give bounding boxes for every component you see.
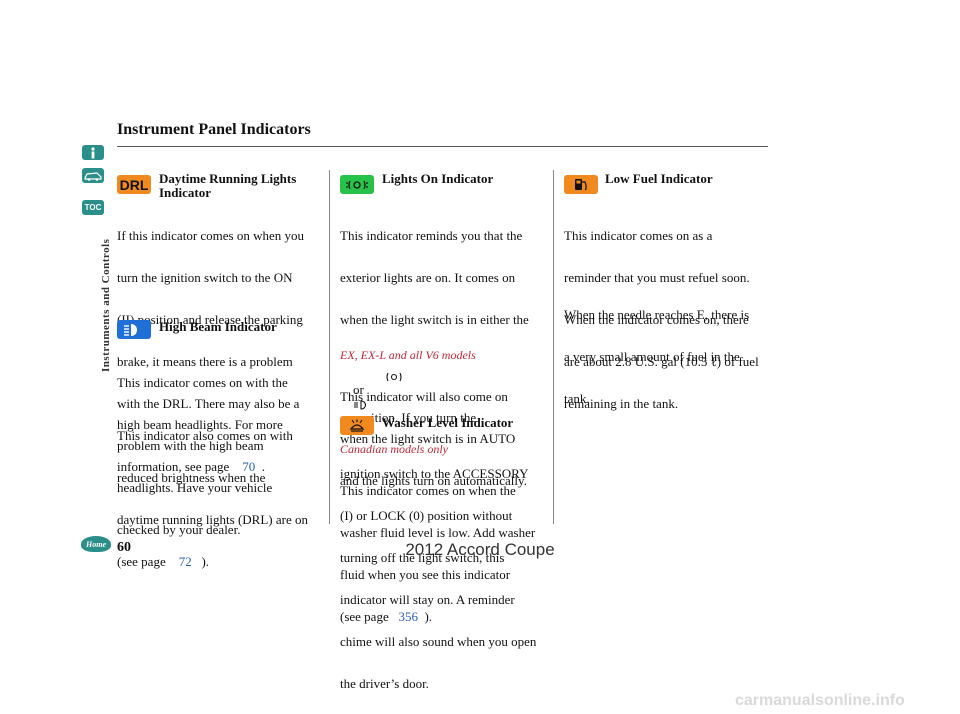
low-fuel-heading: Low Fuel Indicator bbox=[605, 171, 713, 186]
washer-level-paragraph: This indicator comes on when the washer … bbox=[340, 483, 536, 624]
washer-level-heading: Washer Level Indicator bbox=[382, 415, 514, 430]
lights-on-icon bbox=[340, 175, 374, 194]
model-note: EX, EX-L and all V6 models bbox=[340, 348, 476, 362]
lights-on-heading: Lights On Indicator bbox=[382, 171, 494, 186]
drl-heading: Daytime Running Lights Indicator bbox=[159, 171, 297, 200]
manual-title: 2012 Accord Coupe bbox=[405, 540, 555, 559]
drl-paragraph: If this indicator comes on when you turn… bbox=[117, 228, 305, 537]
side-section-label: Instruments and Controls bbox=[100, 238, 112, 372]
lights-on-paragraph: This indicator reminds you that the exte… bbox=[340, 228, 537, 691]
page-link[interactable]: 72 bbox=[178, 554, 192, 569]
home-button[interactable]: Home bbox=[81, 536, 111, 552]
page-title: Instrument Panel Indicators bbox=[117, 121, 311, 138]
car-icon[interactable] bbox=[82, 168, 104, 183]
page-number: 60 bbox=[117, 540, 131, 555]
high-beam-paragraph: This indicator comes on with the high be… bbox=[117, 375, 288, 474]
column-divider bbox=[329, 170, 330, 524]
watermark: carmanualsonline.info bbox=[735, 692, 905, 709]
low-fuel-needle-paragraph: When the needle reaches E, there is a ve… bbox=[564, 307, 750, 406]
high-beam-drl-paragraph: This indicator also comes on with reduce… bbox=[117, 428, 308, 569]
toc-button[interactable]: TOC bbox=[82, 200, 104, 215]
region-note: Canadian models only bbox=[340, 442, 448, 456]
drl-icon: DRL bbox=[117, 175, 151, 194]
parking-light-icon bbox=[386, 372, 402, 382]
auto-paragraph: This indicator will also come on when th… bbox=[340, 389, 527, 488]
page-link[interactable]: 356 bbox=[398, 609, 418, 624]
washer-level-icon bbox=[340, 416, 374, 435]
low-fuel-paragraph: This indicator comes on as a reminder th… bbox=[564, 228, 759, 411]
page-link[interactable]: 70 bbox=[242, 459, 256, 474]
title-divider bbox=[117, 146, 768, 147]
column-divider bbox=[553, 170, 554, 524]
high-beam-icon bbox=[117, 320, 151, 339]
headlight-icon bbox=[354, 400, 367, 410]
info-icon[interactable] bbox=[82, 145, 104, 160]
high-beam-heading: High Beam Indicator bbox=[159, 319, 277, 334]
fuel-pump-icon bbox=[564, 175, 598, 194]
